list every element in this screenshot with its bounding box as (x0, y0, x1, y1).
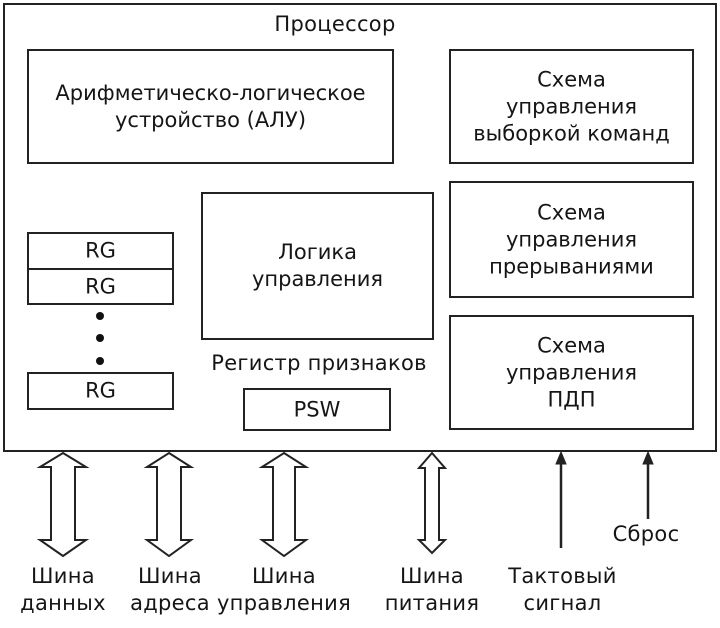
power-bus-label-line-2: питания (384, 591, 480, 615)
alu-box: Арифметическо-логическое устройство (АЛУ… (27, 49, 394, 164)
power-bus-label: Шина питания (377, 563, 487, 617)
psw-box: PSW (243, 388, 391, 431)
ellipsis-dot (96, 312, 104, 320)
address-bus-label: Шина адреса (110, 563, 230, 617)
clock-signal-label: Тактовый сигнал (500, 563, 625, 617)
fetch-control-label: Схема управления выборкой команд (451, 66, 692, 147)
control-logic-line-1: Логика (278, 240, 357, 264)
clock-signal-label-line-2: сигнал (523, 591, 602, 615)
ellipsis-dot (96, 357, 104, 365)
register-box: RG (27, 372, 174, 410)
dma-control-line-1: Схема (537, 333, 606, 357)
control-bus-label-line-1: Шина (252, 564, 316, 588)
processor-title: Процессор (274, 12, 396, 36)
dma-control-line-3: ПДП (547, 387, 596, 411)
interrupt-control-box: Схема управления прерываниями (449, 181, 694, 298)
data-bus-label-line-1: Шина (31, 564, 95, 588)
control-logic-label: Логика управления (203, 239, 432, 293)
register-box: RG (27, 232, 174, 270)
reset-signal-arrowhead-icon (642, 450, 654, 465)
register-label: RG (85, 238, 116, 263)
address-bus-label-line-1: Шина (138, 564, 202, 588)
power-bus-arrow-icon (416, 451, 448, 555)
register-box: RG (27, 268, 174, 305)
power-bus-label-line-1: Шина (400, 564, 464, 588)
alu-label: Арифметическо-логическое устройство (АЛУ… (29, 80, 392, 134)
clock-signal-label-line-1: Тактовый (508, 564, 617, 588)
fetch-control-line-2: управления (505, 94, 638, 118)
control-bus-arrow-icon (258, 451, 310, 558)
clock-signal-arrowhead-icon (555, 450, 567, 465)
dma-control-box: Схема управления ПДП (449, 315, 694, 430)
fetch-control-line-1: Схема (537, 67, 606, 91)
control-bus-label-line-2: управления (216, 591, 352, 615)
alu-label-line-2: устройство (АЛУ) (114, 107, 307, 132)
control-logic-line-2: управления (251, 267, 384, 291)
address-bus-label-line-2: адреса (130, 591, 210, 615)
interrupt-control-line-3: прерываниями (489, 254, 654, 278)
reset-signal-label: Сброс (596, 521, 696, 548)
control-logic-box: Логика управления (201, 192, 434, 340)
interrupt-control-line-1: Схема (537, 200, 606, 224)
psw-label: PSW (293, 397, 341, 421)
fetch-control-box: Схема управления выборкой команд (449, 49, 694, 164)
register-label: RG (85, 274, 116, 298)
dma-control-label: Схема управления ПДП (451, 332, 692, 413)
data-bus-label-line-2: данных (20, 591, 106, 615)
interrupt-control-label: Схема управления прерываниями (451, 199, 692, 280)
data-bus-arrow-icon (36, 451, 90, 558)
fetch-control-line-3: выборкой команд (473, 121, 670, 145)
data-bus-label: Шина данных (3, 563, 123, 617)
ellipsis-dot (96, 334, 104, 342)
register-label: RG (85, 378, 116, 403)
address-bus-arrow-icon (143, 451, 195, 558)
alu-label-line-1: Арифметическо-логическое (55, 80, 366, 105)
dma-control-line-2: управления (505, 360, 638, 384)
interrupt-control-line-2: управления (505, 227, 638, 251)
flags-register-caption: Регистр признаков (211, 351, 427, 375)
control-bus-label: Шина управления (209, 563, 359, 617)
reset-signal-label-line-1: Сброс (612, 522, 680, 546)
